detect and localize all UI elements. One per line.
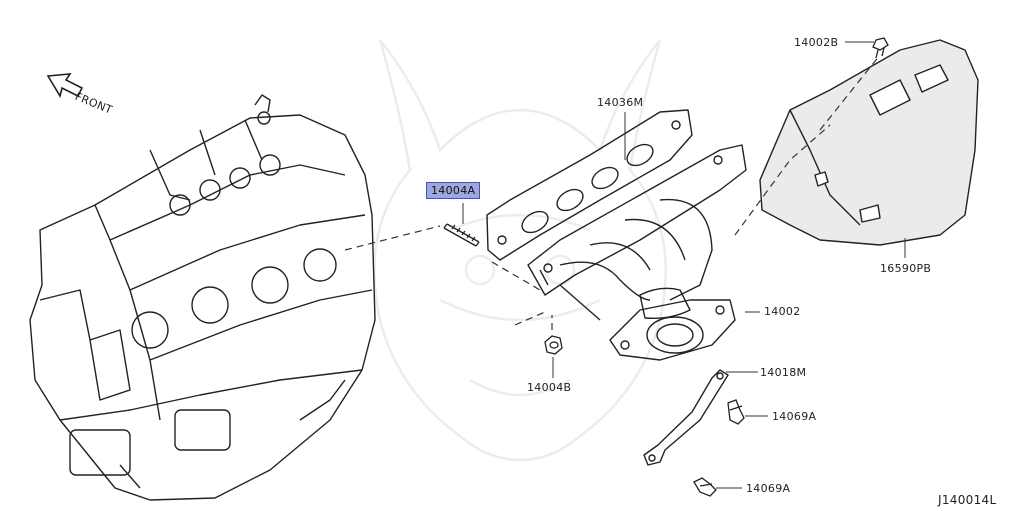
part-label-14036m[interactable]: 14036M xyxy=(597,96,644,109)
part-label-14002b[interactable]: 14002B xyxy=(794,36,839,49)
stud-14004a xyxy=(443,223,480,247)
part-label-14004b[interactable]: 14004B xyxy=(527,381,572,394)
leader-lines xyxy=(462,41,906,489)
bolt-14002b xyxy=(872,37,889,59)
bracket-14018m xyxy=(643,369,729,466)
part-label-14004a[interactable]: 14004A xyxy=(426,182,481,199)
exhaust-manifold-14002 xyxy=(527,144,747,361)
bolt-14069a-upper xyxy=(727,399,745,425)
part-label-14002[interactable]: 14002 xyxy=(764,305,801,318)
bolt-14069a-lower xyxy=(693,477,717,497)
part-label-16590pb[interactable]: 16590PB xyxy=(880,262,932,275)
part-label-14069a-upper[interactable]: 14069A xyxy=(772,410,817,423)
heat-shield-16590pb xyxy=(759,39,979,246)
part-label-14069a-lower[interactable]: 14069A xyxy=(746,482,791,495)
engine-assembly xyxy=(29,94,376,501)
part-label-14018m[interactable]: 14018M xyxy=(760,366,807,379)
gasket-14036m xyxy=(486,109,693,261)
watermark-emblem xyxy=(373,39,667,462)
alignment-lines xyxy=(344,54,881,330)
nut-14004b xyxy=(544,335,563,355)
diagram-code: J140014L xyxy=(938,493,997,507)
front-arrow-icon xyxy=(46,73,84,99)
